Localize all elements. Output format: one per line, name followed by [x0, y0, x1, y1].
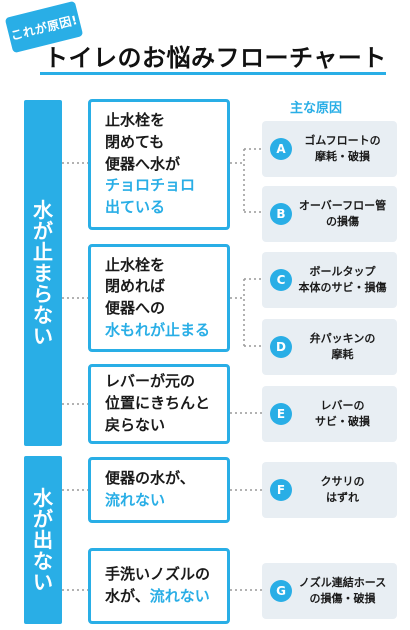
cause-letter-f: F: [270, 479, 292, 501]
question-line: 手洗いノズルの: [105, 565, 211, 584]
question-line: 止水栓を: [105, 111, 166, 130]
question-box-3: レバーが元の 位置にきちんと 戻らない: [88, 364, 230, 444]
question-highlight: 流れない: [149, 587, 210, 605]
question-line: 戻らない: [105, 415, 166, 434]
page-title: トイレのお悩みフローチャート: [44, 44, 387, 72]
title-underline: [40, 72, 386, 75]
question-line: 水が、流れない: [105, 586, 227, 608]
question-line: 便器へ水が: [105, 154, 181, 173]
cause-letter-e: E: [270, 403, 292, 425]
question-highlight: 流れない: [105, 491, 166, 509]
question-line: 便器への: [105, 299, 166, 317]
cause-e: E レバーのサビ・破損: [262, 386, 397, 442]
cause-b: B オーバーフロー管の損傷: [262, 186, 397, 242]
question-line: 閉めれば: [105, 277, 166, 296]
cause-c: C ボールタップ本体のサビ・損傷: [262, 252, 397, 308]
question-box-2: 止水栓を 閉めれば 便器への 水もれが止まる: [88, 244, 230, 352]
question-line: 位置にきちんと: [105, 394, 211, 413]
question-highlight: 出ている: [105, 198, 166, 217]
section-label-water-not-coming: 水 が 出 な い: [24, 456, 62, 624]
cause-a: A ゴムフロートの摩耗・破損: [262, 121, 397, 177]
question-line: 閉めても: [105, 132, 165, 151]
question-box-5: 手洗いノズルの 水が、流れない: [88, 548, 230, 624]
cause-d: D 弁パッキンの摩耗: [262, 319, 397, 375]
question-box-4: 便器の水が、 流れない: [88, 457, 230, 523]
question-box-1: 止水栓を 閉めても 便器へ水が チョロチョロ 出ている: [88, 99, 230, 230]
question-line: 止水栓を: [105, 255, 166, 274]
question-line: 便器の水が、: [105, 469, 195, 488]
causes-header: 主な原因: [290, 101, 343, 116]
cause-letter-g: G: [270, 580, 292, 602]
question-highlight: 水もれが止まる: [105, 320, 211, 339]
section-label-water-not-stopping: 水 が 止 ま ら な い: [24, 100, 62, 446]
cause-g: G ノズル連結ホースの損傷・破損: [262, 563, 397, 619]
cause-letter-a: A: [270, 138, 292, 160]
question-line: レバーが元の: [105, 372, 196, 391]
cause-f: F クサリのはずれ: [262, 462, 397, 518]
cause-letter-c: C: [270, 269, 292, 291]
question-highlight: チョロチョロ: [105, 176, 196, 195]
cause-letter-b: B: [270, 203, 292, 225]
cause-letter-d: D: [270, 336, 292, 358]
question-text: 水が、: [105, 587, 150, 605]
